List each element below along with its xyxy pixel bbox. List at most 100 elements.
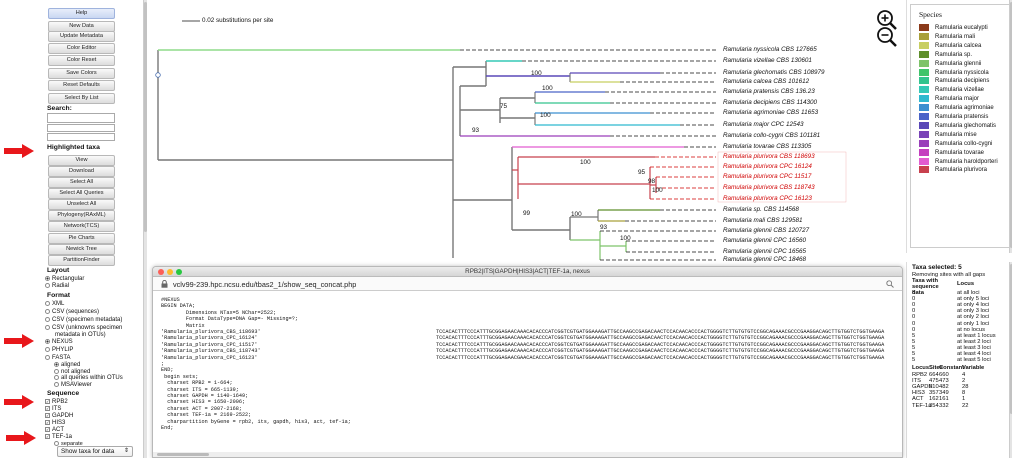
format-csv-sequences-radio[interactable]: CSV (sequences) [45,309,99,316]
color-reset-button[interactable]: Color Reset [48,55,115,66]
legend-swatch[interactable] [919,157,929,165]
taxon-label[interactable]: Ramularia calcea CBS 101612 [723,78,810,85]
horizontal-scrollbar[interactable] [153,452,902,457]
taxon-label-highlighted[interactable]: Ramularia plurivora CPC 16123 [723,195,812,202]
taxon-label[interactable]: Ramularia mali CBS 129581 [723,217,803,224]
legend-scrollbar[interactable] [1009,0,1012,253]
url-text[interactable]: vclv99-239.hpc.ncsu.edu/tbas2_1/show_seq… [173,280,357,289]
format-csv-metadata-radio[interactable]: CSV (specimen metadata) [45,317,122,324]
maximize-window-icon[interactable] [176,269,182,275]
concat-separate-radio[interactable]: separate [54,441,83,448]
search-input-2[interactable] [47,124,115,132]
seq-rpb2-checkbox[interactable]: ✓RPB2 [45,399,68,406]
legend-item[interactable]: Ramularia collo-cygni [919,139,992,147]
taxon-label[interactable]: Ramularia nyssicola CBS 127665 [723,46,817,53]
select-all-queries-button[interactable]: Select All Queries [48,188,115,199]
horizontal-scroll-thumb[interactable] [157,453,209,456]
legend-scroll-thumb[interactable] [1010,2,1012,248]
color-editor-button[interactable]: Color Editor [48,43,115,54]
taxon-label[interactable]: Ramularia collo-cygni CBS 101181 [723,132,821,139]
fasta-not-aligned-radio[interactable]: not aligned [54,369,90,376]
legend-swatch[interactable] [919,24,929,31]
seq-act-checkbox[interactable]: ✓ACT [45,427,64,434]
taxon-label[interactable]: Ramularia vizellae CBS 130601 [723,57,812,64]
taxon-label[interactable]: Ramularia glechomatis CBS 108979 [723,69,825,76]
zoom-in-icon[interactable] [876,9,898,31]
legend-item[interactable]: Ramularia calcea [919,41,981,49]
legend-item[interactable]: Ramularia sp. [919,50,972,58]
select-all-button[interactable]: Select All [48,177,115,188]
taxon-label[interactable]: Ramularia glennii CBS 120727 [723,227,810,234]
taxon-label-highlighted[interactable]: Ramularia plurivora CPC 11517 [723,173,812,180]
taxon-label-highlighted[interactable]: Ramularia plurivora CBS 118743 [723,184,815,191]
window-titlebar[interactable]: RPB2|ITS|GAPDH|HIS3|ACT|TEF-1a, nexus [153,267,902,277]
download-button[interactable]: Download [48,166,115,177]
save-colors-button[interactable]: Save Colors [48,68,115,79]
seq-gapdh-checkbox[interactable]: ✓GAPDH [45,413,73,420]
legend-swatch[interactable] [919,77,929,85]
taxon-label[interactable]: Ramularia glennii CPC 16565 [723,248,806,255]
legend-item[interactable]: Ramularia decipiens [919,77,989,84]
legend-item[interactable]: Ramularia haroldporteri [919,157,998,165]
legend-item[interactable]: Ramularia glennii [919,59,981,67]
view-button[interactable]: View [48,155,115,166]
legend-swatch[interactable] [919,86,929,94]
legend-swatch[interactable] [919,50,929,58]
legend-swatch[interactable] [919,148,929,156]
legend-swatch[interactable] [919,166,929,174]
legend-swatch[interactable] [919,130,929,138]
network-tcs-button[interactable]: Network(TCS) [48,221,115,232]
root-node-icon[interactable] [155,72,161,78]
sidebar-scroll-thumb[interactable] [144,2,147,232]
phylogeny-raxml-button[interactable]: Phylogeny(RAxML) [48,210,115,221]
taxon-label[interactable]: Ramularia tovarae CBS 113305 [723,143,812,150]
legend-swatch[interactable] [919,95,929,103]
unselect-all-button[interactable]: Unselect All [48,199,115,210]
seq-tef1a-checkbox[interactable]: ✓TEF-1a [45,434,72,441]
search-input-3[interactable] [47,133,115,141]
update-metadata-button[interactable]: Update Metadata [48,31,115,42]
legend-item[interactable]: Ramularia glechomatis [919,121,996,129]
stats-scroll-thumb[interactable] [1010,264,1012,414]
legend-item[interactable]: Ramularia pratensis [919,113,988,120]
legend-item[interactable]: Ramularia tovarae [919,148,984,156]
pie-charts-button[interactable]: Pie Charts [48,233,115,244]
format-phylip-radio[interactable]: PHYLIP [45,347,73,354]
seq-his3-checkbox[interactable]: ✓HIS3 [45,420,65,427]
taxon-label[interactable]: Ramularia glennii CPC 18468 [723,256,806,263]
partitionfinder-button[interactable]: PartitionFinder [48,255,115,266]
format-csv-unknowns-radio[interactable]: CSV (unknowns specimen [45,325,122,332]
legend-swatch[interactable] [919,113,929,120]
taxon-label[interactable]: Ramularia decipiens CBS 114300 [723,99,818,106]
taxon-label[interactable]: Ramularia agrimoniae CBS 11653 [723,109,819,116]
fasta-aligned-radio[interactable]: aligned [54,362,80,369]
legend-swatch[interactable] [919,104,929,112]
taxon-label[interactable]: Ramularia major CPC 12543 [723,121,804,128]
newick-tree-button[interactable]: Newick Tree [48,244,115,255]
legend-item[interactable]: Ramularia eucalypti [919,24,988,31]
legend-swatch[interactable] [919,41,929,49]
show-taxa-select[interactable]: Show taxa for data⇕ [57,446,133,457]
format-xml-radio[interactable]: XML [45,301,64,308]
taxon-label[interactable]: Ramularia glennii CPC 16560 [723,237,806,244]
taxon-label[interactable]: Ramularia sp. CBS 114568 [723,206,799,213]
legend-swatch[interactable] [919,139,929,147]
legend-item[interactable]: Ramularia vizellae [919,86,984,93]
sidebar-scrollbar[interactable] [143,0,147,458]
legend-item[interactable]: Ramularia plurivora [919,166,987,173]
layout-rectangular-radio[interactable]: Rectangular [45,276,84,283]
legend-item[interactable]: Ramularia mise [919,130,977,138]
taxon-label-highlighted[interactable]: Ramularia plurivora CBS 118693 [723,153,815,160]
legend-swatch[interactable] [919,121,929,129]
format-nexus-radio[interactable]: NEXUS [45,339,73,346]
minimize-window-icon[interactable] [167,269,173,275]
taxon-label[interactable]: Ramularia pratensis CBS 136.23 [723,88,815,95]
legend-swatch[interactable] [919,68,929,76]
zoom-out-icon[interactable] [876,26,898,48]
taxon-label-highlighted[interactable]: Ramularia plurivora CPC 16124 [723,163,812,170]
legend-swatch[interactable] [919,32,929,40]
search-input[interactable] [47,113,115,123]
legend-item[interactable]: Ramularia major [919,95,979,102]
help-button[interactable]: Help [48,8,115,19]
legend-item[interactable]: Ramularia nyssicola [919,68,989,76]
